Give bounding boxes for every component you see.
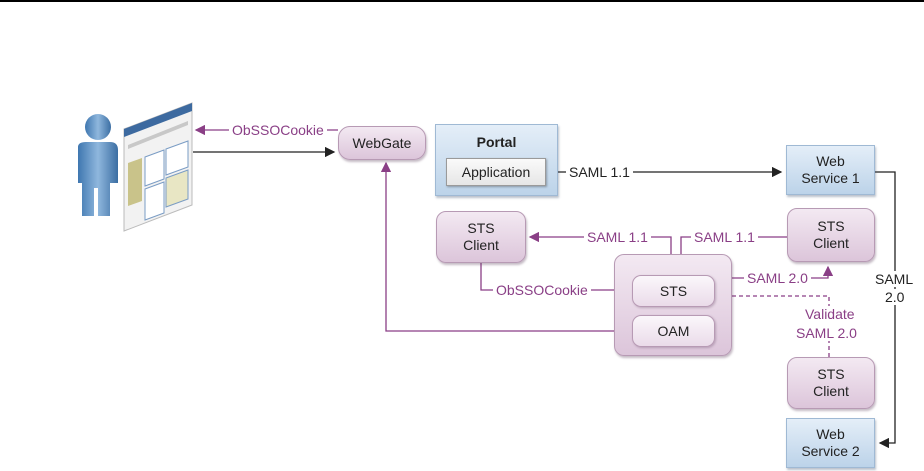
oam-node: OAM xyxy=(632,315,715,347)
edge-validate xyxy=(716,290,830,357)
sts-node: STS xyxy=(632,275,715,307)
sts-client-left-node: STS Client xyxy=(436,211,526,263)
application-node: Application xyxy=(446,158,546,186)
top-rule xyxy=(0,0,924,2)
label-obsso-to-browser: ObSSOCookie xyxy=(229,122,327,138)
label-sts-to-client-left: SAML 1.1 xyxy=(584,229,651,245)
label-validate-1: Validate xyxy=(802,306,858,322)
web-service-2-label: Web Service 2 xyxy=(801,426,860,459)
webgate-node: WebGate xyxy=(338,126,426,160)
label-ws1-to-ws2-1: SAML xyxy=(872,271,917,287)
edge-ws1-to-ws2 xyxy=(875,171,896,449)
web-service-1-label: Web Service 1 xyxy=(801,153,860,186)
label-validate-2: SAML 2.0 xyxy=(793,325,860,341)
oam-label: OAM xyxy=(657,322,690,339)
label-app-to-ws1: SAML 1.1 xyxy=(566,164,633,180)
portal-title: Portal xyxy=(476,134,517,150)
web-service-1-node: Web Service 1 xyxy=(786,145,875,195)
browser-window-icon xyxy=(123,102,193,232)
application-label: Application xyxy=(461,163,531,180)
sts-client-right-label: STS Client xyxy=(813,218,849,251)
webgate-label: WebGate xyxy=(352,134,412,151)
user-figure-icon xyxy=(78,114,118,216)
sts-client-bottom-node: STS Client xyxy=(787,357,875,409)
sts-client-bottom-label: STS Client xyxy=(813,366,849,399)
label-client-right-to-sts: SAML 1.1 xyxy=(691,229,758,245)
sts-client-left-label: STS Client xyxy=(463,220,499,253)
sts-label: STS xyxy=(659,282,688,299)
edge-oam-to-webgate xyxy=(380,161,628,332)
label-ws1-to-ws2-2: 2.0 xyxy=(882,289,908,305)
sts-client-right-node: STS Client xyxy=(787,208,875,262)
label-client-left-to-sts: ObSSOCookie xyxy=(493,282,591,298)
web-service-2-node: Web Service 2 xyxy=(786,418,875,468)
label-sts-to-client-right: SAML 2.0 xyxy=(744,270,811,286)
